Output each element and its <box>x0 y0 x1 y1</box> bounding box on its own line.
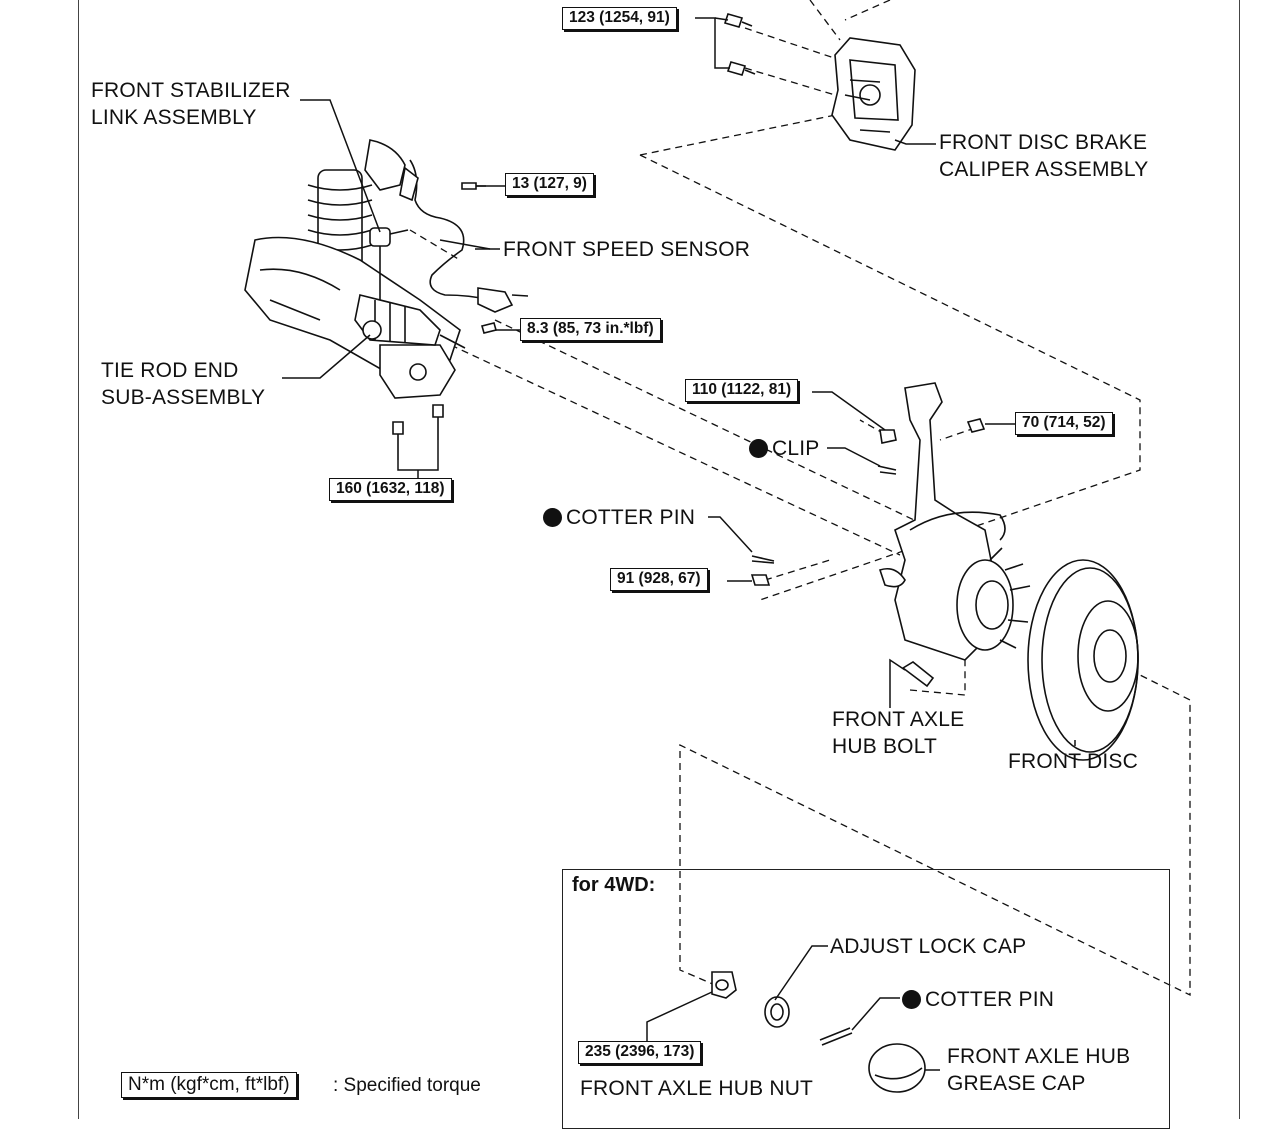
torque-knuckle-bolts: 160 (1632, 118) <box>329 478 452 501</box>
label-line: CALIPER ASSEMBLY <box>939 158 1149 181</box>
torque-hub-nut: 235 (2396, 173) <box>578 1041 702 1064</box>
label-line: FRONT AXLE <box>832 708 965 731</box>
replace-part-marker-icon <box>902 990 921 1009</box>
knuckle-bolts-drawing <box>392 404 444 460</box>
upper-nut-drawing <box>879 429 897 444</box>
axle-hub-drawing <box>956 547 1031 651</box>
label-line: FRONT DISC BRAKE <box>939 131 1148 154</box>
hub-bolt-label: FRONT AXLE HUB BOLT <box>832 706 964 760</box>
grease-cap-drawing <box>868 1043 926 1093</box>
cotter-pin-4wd-drawing <box>819 1027 853 1046</box>
clip-drawing <box>877 465 897 475</box>
hub-nut-label: FRONT AXLE HUB NUT <box>580 1077 814 1100</box>
adjust-lock-cap-label: ADJUST LOCK CAP <box>830 935 1027 958</box>
label-line: SUB-ASSEMBLY <box>101 386 266 409</box>
torque-upper-nut: 110 (1122, 81) <box>685 379 799 402</box>
label-line: HUB BOLT <box>832 735 938 758</box>
front-disc-drawing <box>1027 559 1139 761</box>
stabilizer-link-drawing <box>369 227 409 300</box>
page-frame <box>78 0 1240 1119</box>
speed-sensor-label: FRONT SPEED SENSOR <box>503 238 751 261</box>
label-line: LINK ASSEMBLY <box>91 106 257 129</box>
hub-nut-drawing <box>711 971 737 999</box>
grease-cap-label: FRONT AXLE HUB GREASE CAP <box>947 1043 1130 1097</box>
torque-legend-box: N*m (kgf*cm, ft*lbf) <box>121 1072 297 1098</box>
label-line: TIE ROD END <box>101 359 239 382</box>
speed-sensor-drawing <box>399 159 529 313</box>
torque-caliper-bolts: 123 (1254, 91) <box>562 7 677 30</box>
cotter-pin-label: COTTER PIN <box>543 504 695 531</box>
label-line: FRONT STABILIZER <box>91 79 291 102</box>
stabilizer-link-label: FRONT STABILIZER LINK ASSEMBLY <box>91 77 291 131</box>
clip-label-text: CLIP <box>772 437 820 460</box>
replace-part-marker-icon <box>543 508 562 527</box>
label-line: FRONT AXLE HUB <box>947 1045 1131 1068</box>
tie-rod-end-label: TIE ROD END SUB-ASSEMBLY <box>101 357 265 411</box>
alignment-dashes <box>409 0 1191 997</box>
cotter-pin-label-text: COTTER PIN <box>566 506 696 529</box>
sensor-bracket-bolt-drawing <box>481 322 497 334</box>
cotter-pin-drawing <box>751 555 775 564</box>
torque-legend-text: : Specified torque <box>333 1075 481 1096</box>
tie-rod-end-drawing <box>354 294 466 349</box>
torque-sensor-bolt: 13 (127, 9) <box>505 173 594 196</box>
caliper-label: FRONT DISC BRAKE CALIPER ASSEMBLY <box>939 129 1148 183</box>
torque-stabilizer-nut: 70 (714, 52) <box>1015 412 1113 435</box>
cotter-pin-4wd-label: COTTER PIN <box>902 986 1054 1013</box>
front-disc-label: FRONT DISC <box>1008 750 1138 773</box>
tie-rod-nut-drawing <box>750 574 771 586</box>
clip-label: CLIP <box>749 435 820 462</box>
stabilizer-nut-drawing <box>966 418 986 433</box>
hub-bolt-drawing <box>901 661 935 688</box>
leader-lines <box>282 17 1076 1071</box>
strut-suspension-drawing <box>244 139 461 399</box>
torque-sensor-bracket-bolt: 8.3 (85, 73 in.*lbf) <box>520 318 661 341</box>
caliper-bolts-drawing <box>723 13 756 76</box>
torque-tie-rod-nut: 91 (928, 67) <box>610 568 708 591</box>
label-line: GREASE CAP <box>947 1072 1086 1095</box>
inset-title: for 4WD: <box>572 874 656 896</box>
replace-part-marker-icon <box>749 439 768 458</box>
cotter-pin-4wd-label-text: COTTER PIN <box>925 988 1055 1011</box>
brake-caliper-drawing <box>831 37 916 151</box>
